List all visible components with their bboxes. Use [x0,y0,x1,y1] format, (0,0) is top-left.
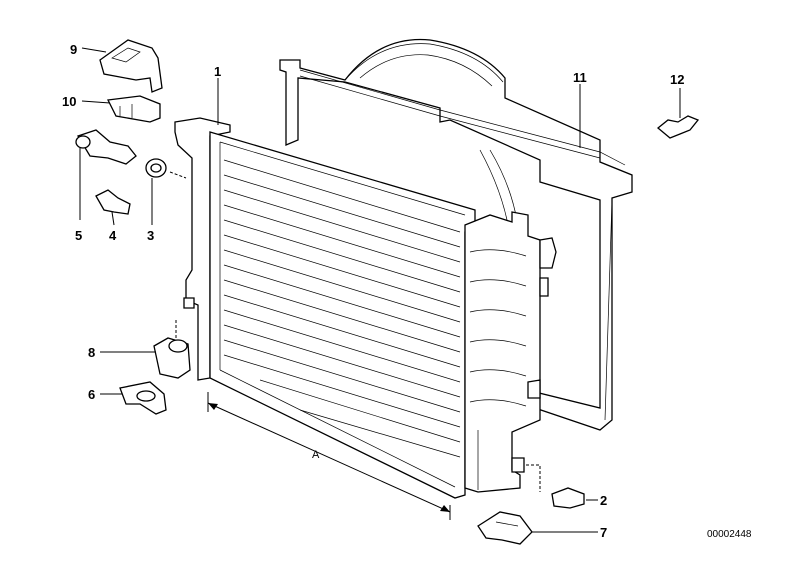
dimension-a: A [207,392,451,520]
part-3-washer [145,158,167,178]
callout-2: 2 [600,493,607,508]
callout-4: 4 [109,228,117,243]
part-2-drain-plug [551,487,585,509]
part-5-temp-switch [75,129,137,165]
reference-code: 00002448 [707,529,752,540]
part-9-bracket [99,39,163,93]
callout-7: 7 [600,525,607,540]
part-8-grommet [153,337,191,379]
callout-labels: 9 10 5 4 3 8 6 1 11 12 2 7 [62,42,684,540]
callout-5: 5 [75,228,82,243]
part-10-rubber-mount [107,95,161,123]
callout-6: 6 [88,387,95,402]
callout-9: 9 [70,42,77,57]
leader-lines [79,47,681,533]
part-12-rivet [656,115,700,139]
callout-12: 12 [670,72,684,87]
callout-3: 3 [147,228,154,243]
callout-11: 11 [573,70,587,85]
part-4-bleed-screw [95,189,131,215]
callout-1: 1 [214,64,221,79]
radiator [174,117,557,499]
part-6-clamp [119,381,167,415]
fan-shroud [279,38,633,431]
callout-8: 8 [88,345,95,360]
part-7-clip [477,511,533,545]
radiator-fins [223,159,461,458]
dimension-a-label: A [312,449,320,461]
callout-10: 10 [62,94,76,109]
